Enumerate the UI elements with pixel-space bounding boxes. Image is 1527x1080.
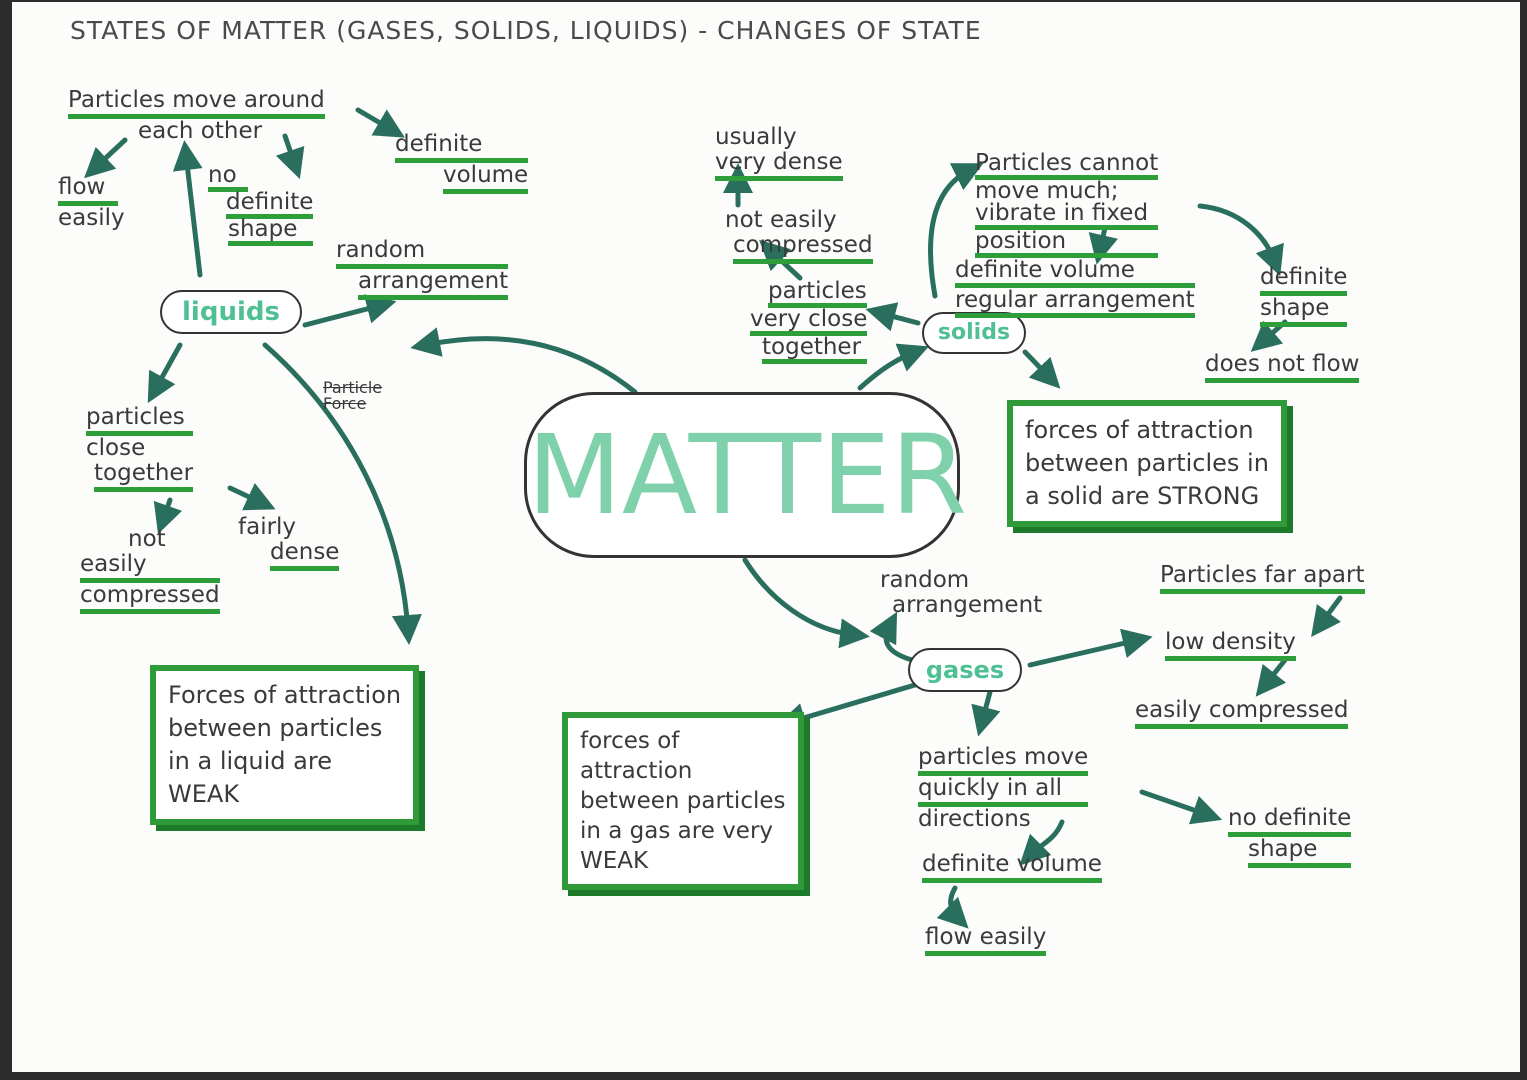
liquids-flow-label: flow easily <box>58 174 125 231</box>
gases-shape-label: no definite shape <box>1228 806 1352 868</box>
arrow-moves-volume-s <box>1088 225 1118 265</box>
arrow-moves-flow <box>84 137 128 179</box>
solids-close-label: particles very close together <box>750 280 868 364</box>
gases-moves-label: particles move quickly in all directions <box>918 744 1089 832</box>
arrow-moves-shape <box>275 133 305 180</box>
matter-bubble: MATTER <box>524 392 967 558</box>
arrow-moves-shape-s <box>1197 203 1284 277</box>
liquids-bubble: liquids <box>160 290 302 334</box>
arrow-gases-moves <box>971 689 1001 737</box>
liquids-shape-label: no definite shape <box>208 164 314 246</box>
arrow-moves-volume <box>355 107 405 138</box>
arrow-solids-close <box>865 302 921 332</box>
arrow-close-compress <box>153 497 183 535</box>
arrow-liquids-arrangement <box>302 294 397 328</box>
solids-forces-box: forces of attraction between particles i… <box>1007 400 1287 527</box>
arrow-moves-volume-g <box>1019 819 1065 866</box>
gases-density-label: low density <box>1165 630 1296 661</box>
arrow-matter-gases <box>742 557 870 649</box>
arrow-close-density <box>227 483 276 511</box>
arrow-density-compress <box>1255 657 1288 697</box>
liquids-volume-label: definite volume <box>395 132 529 194</box>
arrow-volume-flow <box>936 885 969 929</box>
arrow-liquids-close <box>147 342 183 404</box>
gases-flow-label: flow easily <box>925 925 1047 956</box>
arrow-solids-forces <box>1022 349 1061 389</box>
liquids-density-label: fairly dense <box>238 515 340 571</box>
arrow-gases-forces <box>775 679 928 733</box>
solids-moves-label: Particles cannot move much; vibrate in f… <box>975 152 1159 258</box>
page-title: STATES OF MATTER (GASES, SOLIDS, LIQUIDS… <box>70 16 982 45</box>
liquids-arrangement-label: random arrangement <box>336 238 509 300</box>
arrow-close-compress-s <box>759 239 803 281</box>
liquids-close-label: particles close together <box>86 405 194 492</box>
gases-arrangement-label: random arrangement <box>880 567 1043 618</box>
liquids-forces-box: Forces of attraction between particles i… <box>150 665 420 825</box>
arrow-matter-liquids <box>410 327 638 395</box>
gases-volume-label: definite volume <box>922 852 1102 883</box>
gases-bubble: gases <box>908 648 1022 692</box>
arrow-moves-shape-g <box>1139 789 1223 825</box>
arrow-gases-arrangement <box>869 611 915 663</box>
solids-flow-label: does not flow <box>1205 352 1360 383</box>
arrow-gases-density <box>1027 628 1153 668</box>
solids-bubble: solids <box>922 312 1026 354</box>
arrow-liquids-forces <box>262 342 422 645</box>
solids-compress-label: not easily compressed <box>725 208 873 264</box>
solids-shape-label: definite shape <box>1260 265 1348 327</box>
gases-compress-label: easily compressed <box>1135 698 1349 729</box>
liquids-crossed-label: Particle Force <box>323 378 383 413</box>
liquids-compress-label: not easily compressed <box>80 527 220 614</box>
gases-forces-box: forces of attraction between particles i… <box>562 712 804 890</box>
arrow-far-density <box>1311 595 1343 638</box>
arrow-solids-moves <box>928 163 984 299</box>
liquids-moves-label: Particles move around each other <box>68 87 325 144</box>
solids-dense-label: usually very dense <box>715 125 843 181</box>
arrow-liquids-moves <box>172 140 203 278</box>
solids-volume-label: definite volume regular arrangement <box>955 258 1195 318</box>
gases-far-label: Particles far apart <box>1160 563 1365 594</box>
arrow-matter-solids <box>857 343 929 391</box>
